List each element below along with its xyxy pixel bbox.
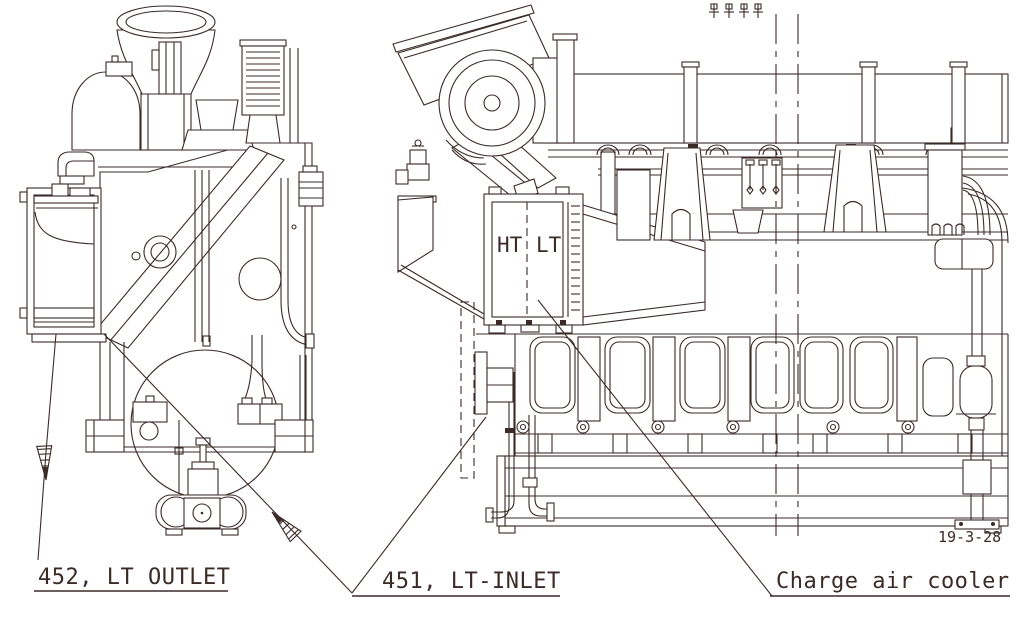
side-view-engine: HT LT — [392, 3, 1009, 536]
leader-452-lt-outlet — [36, 333, 57, 561]
dome-cover — [71, 55, 141, 151]
cooler-lt-label: LT — [536, 233, 562, 257]
flow-arrow-451 — [271, 511, 302, 543]
flow-arrow-452 — [36, 445, 53, 481]
turbocharger — [392, 4, 560, 203]
fuel-filter-bottle — [954, 269, 1000, 530]
break-lines — [775, 14, 799, 536]
engine-block-side — [476, 333, 1009, 534]
lt-water-box — [19, 187, 125, 420]
front-right-piping — [237, 165, 324, 425]
front-valve-drain — [132, 395, 184, 494]
finned-block — [239, 39, 299, 144]
lt-pump — [155, 437, 247, 536]
annotations: 452, LT OUTLET 451, LT-INLET Charge air … — [34, 299, 1010, 597]
engine-feet — [85, 419, 314, 453]
front-centre-details — [131, 170, 297, 342]
cooler-ht-label: HT — [497, 233, 523, 257]
cooler-inlet-duct — [397, 196, 485, 320]
date-code: 19-3-28 — [938, 528, 1001, 546]
duct-support-posts — [552, 33, 968, 144]
diagonal-air-duct — [93, 145, 285, 349]
label-charge-air-cooler: Charge air cooler — [776, 569, 1010, 594]
right-end-piping — [934, 175, 1009, 526]
oil-sump — [496, 455, 1009, 534]
label-452-lt-outlet: 452, LT OUTLET — [38, 565, 230, 590]
cylinder-head-towers — [616, 127, 966, 241]
free-end-flange — [460, 301, 514, 479]
leader-451-lt-inlet — [103, 333, 487, 594]
leader-charge-air-cooler — [537, 299, 773, 597]
exhaust-duct — [547, 73, 1009, 144]
charge-air-cooler-box: HT LT — [483, 186, 584, 334]
duct-top-bolts — [709, 3, 763, 18]
label-451-lt-inlet: 451, LT-INLET — [382, 569, 561, 594]
front-view-engine-end — [19, 5, 324, 536]
air-intake-funnel — [116, 5, 255, 151]
left-elbow-pipe — [33, 151, 99, 209]
crankcase-doors — [529, 336, 954, 422]
